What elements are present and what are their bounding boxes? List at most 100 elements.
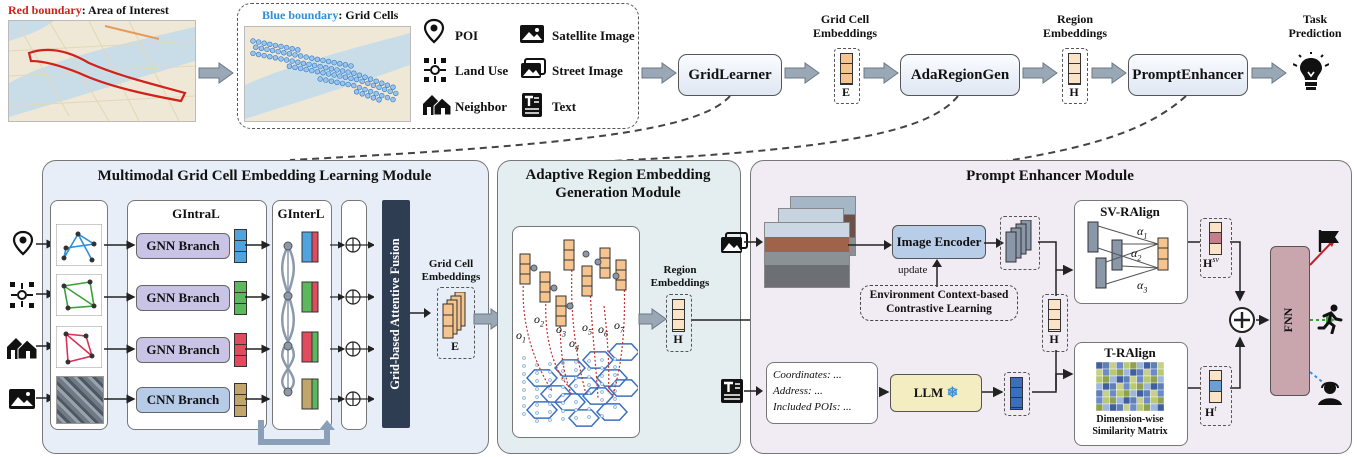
grid-cell-dot bbox=[390, 96, 396, 103]
region-hex-cell bbox=[607, 379, 638, 397]
m1-e-symbol: E bbox=[450, 339, 459, 353]
alpha3-sub: 3 bbox=[1143, 285, 1148, 295]
similarity-cell bbox=[1102, 396, 1110, 405]
grid-cell-dot bbox=[309, 67, 315, 74]
grid-cell-dot bbox=[278, 43, 284, 50]
similarity-cell bbox=[1109, 396, 1117, 405]
o-label-3: o3 bbox=[556, 322, 566, 338]
grid-cell-dot bbox=[320, 57, 326, 64]
region-vector-divider bbox=[540, 281, 550, 293]
street-image-icon bbox=[521, 58, 546, 78]
similarity-cell bbox=[1157, 396, 1164, 405]
env-cl-line2: Contrastive Learning bbox=[886, 303, 992, 315]
m1-grid-cell-embeddings-line2: Embeddings bbox=[421, 271, 481, 283]
similarity-cell bbox=[1150, 368, 1158, 377]
poi-graph bbox=[56, 224, 102, 266]
fusion-to-e-arrow bbox=[410, 308, 431, 318]
o1-sub: 1 bbox=[522, 335, 526, 345]
arrow-to-promptenhancer bbox=[1091, 62, 1127, 84]
attentive-fusion-label: Grid-based Attentive Fusion bbox=[388, 238, 402, 390]
grid-cell-dot bbox=[328, 66, 335, 72]
text-prompt-box: Coordinates: ... Address: ... Included P… bbox=[766, 362, 878, 424]
grid-cell-dot bbox=[356, 84, 363, 91]
m1-grid-cell-embeddings-label: Grid Cell Embeddings bbox=[416, 258, 486, 284]
satellite-tile bbox=[56, 376, 104, 424]
region-grid-dot bbox=[522, 364, 526, 368]
region-grid-dot bbox=[522, 404, 526, 408]
region-grid-dot bbox=[613, 365, 617, 369]
grid-cell-dot bbox=[261, 40, 267, 46]
grid-cell-dot bbox=[320, 70, 326, 76]
ginterl-graph bbox=[281, 231, 319, 410]
region-grid-dot bbox=[613, 397, 617, 401]
similarity-cell bbox=[1136, 362, 1144, 370]
gnn-branch-neighbor: GNN Branch bbox=[136, 337, 230, 363]
grid-cell-dot bbox=[272, 42, 279, 49]
alpha2-sub: 2 bbox=[1137, 253, 1142, 263]
grid-cell-dot bbox=[286, 63, 293, 69]
region-grid-dot bbox=[587, 407, 591, 411]
region-grid-dot bbox=[574, 368, 578, 372]
grid-cell-dot bbox=[314, 68, 321, 75]
arrow-to-adaregiongen bbox=[863, 62, 899, 84]
similarity-cell bbox=[1116, 389, 1124, 398]
h-t-label: Ht bbox=[1205, 404, 1217, 420]
text-icon bbox=[522, 93, 542, 117]
grid-cell-dot bbox=[311, 62, 318, 69]
similarity-cell bbox=[1123, 389, 1131, 398]
task-prediction-title: Task Prediction bbox=[1280, 12, 1350, 40]
similarity-cell bbox=[1096, 389, 1104, 398]
h-sv-label: Hsv bbox=[1203, 255, 1219, 271]
grid-cell-dot bbox=[384, 82, 391, 88]
similarity-cell bbox=[1150, 362, 1158, 370]
region-vector-divider bbox=[582, 275, 592, 287]
cnn-branch-satellite: CNN Branch bbox=[136, 387, 230, 413]
grid-cell-dot bbox=[267, 41, 273, 47]
region-grid-dot bbox=[548, 402, 552, 406]
similarity-cell bbox=[1096, 403, 1104, 412]
similarity-cell bbox=[1129, 362, 1138, 370]
region-grid-dot bbox=[535, 395, 539, 399]
m2-region-embeddings-line1: Region bbox=[663, 264, 697, 276]
similarity-cell bbox=[1123, 368, 1131, 377]
grid-cell-dot bbox=[339, 80, 346, 87]
grid-cell-dot bbox=[379, 80, 385, 86]
grid-cell-dot bbox=[379, 92, 385, 99]
grid-cell-dot bbox=[345, 69, 351, 75]
text-prompt-address: Address: ... bbox=[773, 385, 823, 397]
grid-cell-dot bbox=[303, 66, 309, 73]
region-vector-divider bbox=[616, 269, 626, 281]
region-vector-divider bbox=[520, 263, 530, 275]
grid-cell-dot bbox=[323, 77, 329, 83]
region-grid-dot bbox=[561, 393, 565, 397]
grid-cell-embeddings-title: Grid Cell Embeddings bbox=[800, 12, 890, 40]
similarity-cell bbox=[1109, 368, 1117, 377]
grid-cell-dot bbox=[345, 81, 351, 88]
similarity-cell bbox=[1109, 362, 1117, 370]
m2-region-embeddings-line2: Embeddings bbox=[650, 277, 710, 289]
similarity-cell bbox=[1102, 382, 1110, 391]
region-grid-dot bbox=[600, 374, 604, 378]
o-label-4: o4 bbox=[569, 336, 579, 352]
grid-cell-dot bbox=[351, 70, 357, 76]
grid-cell-dot bbox=[278, 56, 284, 62]
arrow-to-task-prediction bbox=[1251, 62, 1287, 84]
grid-cell-dot bbox=[393, 90, 399, 97]
grid-cell-dot bbox=[331, 59, 337, 66]
similarity-cell bbox=[1157, 389, 1164, 398]
region-vector bbox=[581, 265, 593, 297]
grid-cell-dot bbox=[359, 91, 365, 97]
region-embeddings-title: Region Embeddings bbox=[1030, 12, 1120, 40]
region-grid-dot bbox=[600, 366, 604, 370]
similarity-cell bbox=[1116, 368, 1124, 377]
similarity-cell bbox=[1129, 382, 1138, 391]
region-embedding-vector bbox=[1068, 53, 1081, 85]
similarity-cell bbox=[1143, 396, 1151, 405]
region-grid-dot bbox=[574, 384, 578, 388]
similarity-cell bbox=[1129, 403, 1138, 412]
land-use-label: Land Use bbox=[455, 63, 509, 78]
neighbor-branch-vector bbox=[234, 333, 247, 367]
grid-cell-dot bbox=[373, 90, 379, 97]
region-grid-dot bbox=[574, 400, 578, 404]
grid-cell-dot bbox=[381, 86, 388, 93]
